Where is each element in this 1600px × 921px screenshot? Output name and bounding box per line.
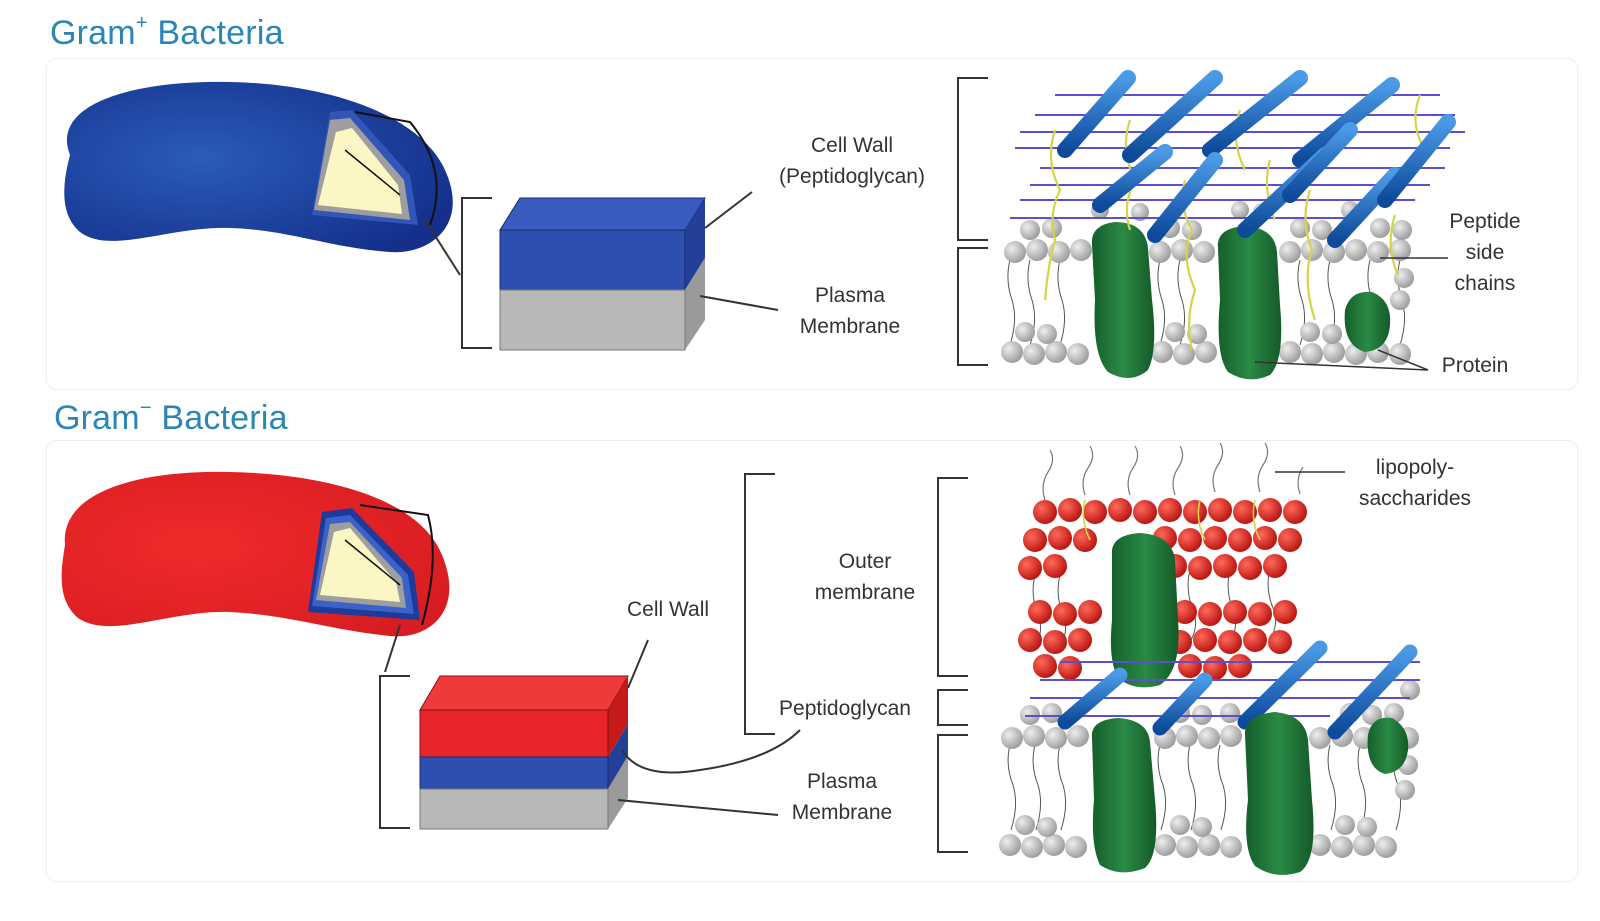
gram-negative-lps-label: lipopoly- saccharides	[1345, 452, 1485, 514]
gram-negative-plasma-line1: Plasma	[806, 770, 878, 793]
gram-positive-sign: +	[135, 12, 148, 34]
gram-negative-cytoplasm	[320, 528, 400, 602]
gram-positive-cell-wall-line2: (Peptidoglycan)	[779, 165, 925, 188]
gram-positive-cell-wall-label: Cell Wall (Peptidoglycan)	[752, 130, 952, 192]
gram-negative-wall-bracket	[744, 473, 775, 735]
gram-negative-lps-line2: saccharides	[1358, 487, 1472, 510]
gram-negative-peptidoglycan-label: Peptidoglycan	[779, 697, 911, 720]
gram-negative-title-suffix: Bacteria	[151, 399, 288, 437]
gram-negative-lps-line1: lipopoly-	[1375, 456, 1455, 479]
gram-positive-cytoplasm	[318, 128, 402, 214]
gram-negative-outer-membrane-label: Outer membrane	[790, 546, 940, 608]
gram-negative-outer-line1: Outer	[838, 550, 892, 573]
gram-negative-cell	[61, 471, 450, 637]
gram-positive-plasma-line2: Membrane	[799, 315, 901, 338]
gram-negative-peptidoglycan-layer	[419, 756, 609, 790]
gram-positive-peptidoglycan-layer	[499, 229, 686, 291]
gram-negative-protein-3	[1367, 717, 1409, 774]
gram-negative-outer-protein	[1110, 533, 1179, 688]
gram-positive-cell-wall-line1: Cell Wall	[810, 134, 894, 157]
gram-negative-outer-membrane-layer	[419, 709, 609, 758]
gram-negative-protein-2	[1244, 712, 1314, 875]
gram-negative-plasma-label: Plasma Membrane	[762, 766, 922, 828]
gram-positive-protein-label: Protein	[1441, 354, 1509, 377]
gram-negative-protein-1	[1091, 718, 1157, 873]
gram-positive-block-bracket	[461, 197, 492, 349]
gram-positive-plasma-line1: Plasma	[814, 284, 886, 307]
gram-positive-title: Gram+ Bacteria	[50, 12, 284, 53]
gram-negative-block-bracket	[379, 675, 410, 829]
gram-positive-membrane-bracket	[957, 247, 988, 366]
gram-positive-peptide-label: Peptide side chains	[1430, 206, 1540, 299]
gram-negative-title: Gram− Bacteria	[54, 397, 288, 438]
gram-negative-title-prefix: Gram	[54, 399, 140, 437]
gram-negative-membrane-layer	[419, 788, 609, 830]
gram-positive-membrane-layer	[499, 289, 686, 351]
gram-positive-molecular-view	[1001, 70, 1465, 380]
gram-negative-peptidoglycan-bracket	[937, 689, 968, 726]
gram-positive-peptide-line3: chains	[1454, 272, 1516, 295]
gram-positive-peptide-line2: side	[1465, 241, 1505, 264]
gram-positive-protein-3	[1344, 291, 1391, 352]
gram-positive-layer-block	[499, 197, 706, 351]
gram-negative-outer-bracket	[937, 477, 968, 677]
gram-negative-layer-block	[419, 675, 629, 830]
gram-positive-title-prefix: Gram	[50, 14, 136, 52]
gram-negative-cell-wall-label: Cell Wall	[626, 598, 710, 621]
gram-negative-outer-line2: membrane	[814, 581, 916, 604]
gram-positive-protein-2	[1217, 226, 1282, 380]
gram-negative-plasma-line2: Membrane	[791, 801, 893, 824]
gram-positive-cell	[64, 81, 453, 253]
gram-positive-protein-1	[1091, 222, 1155, 379]
gram-negative-sign: −	[139, 397, 152, 419]
gram-negative-molecular-view	[999, 442, 1420, 875]
gram-negative-membrane-bracket	[937, 734, 968, 853]
gram-positive-plasma-label: Plasma Membrane	[770, 280, 930, 342]
gram-positive-title-suffix: Bacteria	[147, 14, 284, 52]
gram-positive-wall-bracket	[957, 77, 988, 241]
gram-positive-peptide-line1: Peptide	[1449, 210, 1521, 233]
